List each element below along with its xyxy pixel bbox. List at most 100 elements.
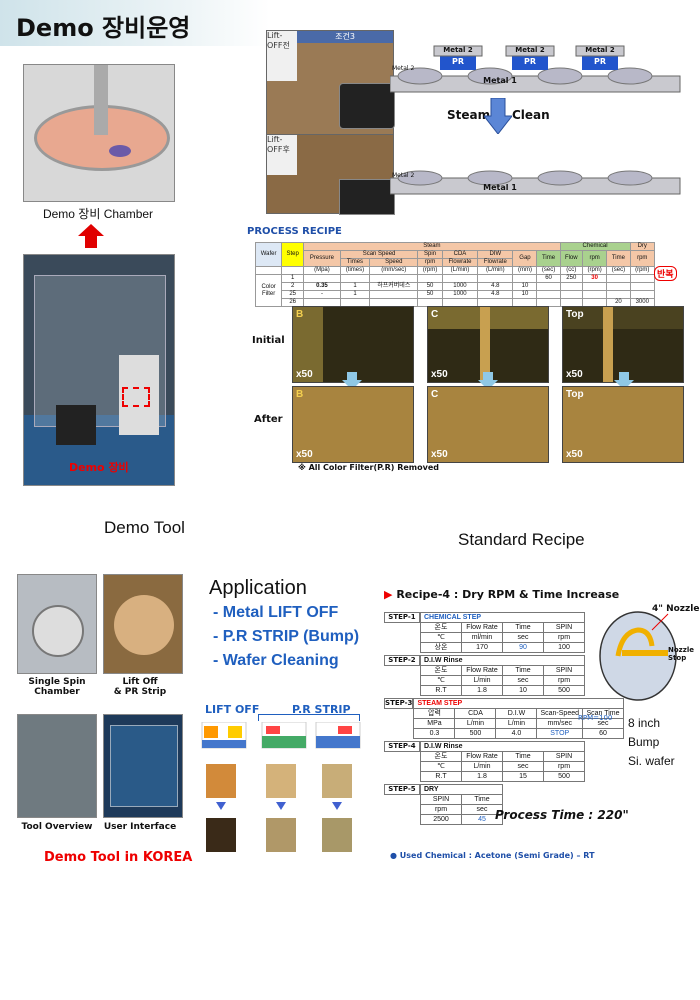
hdr-diw: DIW bbox=[477, 250, 514, 259]
chamber-label: Demo 장비 Chamber bbox=[42, 207, 154, 221]
unit-cell: (times) bbox=[339, 266, 371, 275]
step-cell: Flow Rate bbox=[461, 665, 503, 676]
step-cell: Time bbox=[502, 751, 544, 762]
nozzle-arm bbox=[94, 65, 108, 135]
lift-off-label: LIFT OFF bbox=[205, 703, 260, 716]
unit-cell: (mm) bbox=[512, 266, 538, 275]
step-cell: 1.8 bbox=[461, 771, 503, 782]
sub-times: Times bbox=[339, 258, 371, 267]
hdr-step: Step bbox=[281, 242, 305, 267]
arrow-down-icon bbox=[484, 98, 512, 134]
step-name: DRY bbox=[420, 784, 503, 795]
hdr-chemical: Chemical bbox=[559, 242, 631, 251]
step-cell: 15 bbox=[502, 771, 544, 782]
demo-equipment-label: Demo 장비 bbox=[69, 461, 129, 474]
step-label: STEP-2 bbox=[384, 655, 420, 666]
app-item-3: - Wafer Cleaning bbox=[213, 652, 339, 669]
step-cell: rpm bbox=[543, 675, 585, 686]
step-cell: 1.8 bbox=[461, 685, 503, 696]
step-cell: 온도 bbox=[420, 751, 462, 762]
chamber-photo bbox=[23, 64, 175, 202]
pr-label-1: PR bbox=[451, 57, 465, 66]
hdr-gap: Gap bbox=[512, 250, 538, 267]
step-cell: Flow Rate bbox=[461, 751, 503, 762]
process-recipe-title: PROCESS RECIPE bbox=[247, 226, 342, 237]
step-cell: 500 bbox=[543, 685, 585, 696]
step-cell: Scan-Speed bbox=[536, 708, 583, 719]
step-cell: L/min bbox=[461, 761, 503, 772]
before-label: Lift- OFF전 bbox=[267, 31, 297, 81]
unit-cell: (Mpa) bbox=[303, 266, 341, 275]
unit-cell: (rpm) bbox=[629, 266, 655, 275]
unit-cell: (sec) bbox=[606, 266, 631, 275]
unit-cell: (mm/sec) bbox=[369, 266, 419, 275]
step-cell: L/min bbox=[495, 718, 538, 729]
hdr-chem-rpm: rpm bbox=[581, 250, 608, 267]
step-cell: 45 bbox=[461, 814, 503, 825]
unit-cell: (L/min) bbox=[441, 266, 479, 275]
metal-diagram-before bbox=[390, 45, 681, 93]
hdr-pressure: Pressure bbox=[303, 250, 341, 267]
step-cell: 온도 bbox=[420, 665, 462, 676]
step-cell: R.T bbox=[420, 685, 462, 696]
step-cell: SPIN bbox=[543, 622, 585, 633]
micro-initial-c: C x50 bbox=[427, 306, 549, 383]
step-label: STEP-3 bbox=[384, 698, 414, 709]
recipe4-title-text: Recipe-4 : Dry RPM & Time Increase bbox=[396, 588, 620, 601]
chamber-highlight-box bbox=[122, 387, 150, 407]
step-cell: SPIN bbox=[543, 751, 585, 762]
hdr-cda: CDA bbox=[441, 250, 479, 259]
step-cell: 2500 bbox=[420, 814, 462, 825]
metal1-label-after: Metal 1 bbox=[483, 183, 517, 192]
red-arrow-icon: ▶ bbox=[384, 588, 393, 601]
sub-speed: Speed bbox=[369, 258, 419, 267]
step-cell: D.I.W bbox=[495, 708, 538, 719]
hdr-dry: Dry bbox=[629, 242, 655, 251]
unit-cell: (sec) bbox=[536, 266, 561, 275]
step-cell: 온도 bbox=[420, 622, 462, 633]
demo-tool-label: Demo Tool bbox=[104, 518, 185, 537]
wafer-cell: Color Filter bbox=[254, 274, 283, 307]
recipe4-title: ▶ Recipe-4 : Dry RPM & Time Increase bbox=[384, 588, 619, 601]
step-cell: 500 bbox=[543, 771, 585, 782]
step-cell: 4.0 bbox=[495, 728, 538, 739]
step-cell: 90 bbox=[502, 642, 544, 653]
step-cell: mm/sec bbox=[536, 718, 583, 729]
metal2-label-1: Metal 2 bbox=[443, 46, 473, 54]
hdr-steam: Steam bbox=[303, 242, 561, 251]
liftoff-after-photo: Lift- OFF후 bbox=[266, 134, 395, 215]
step-cell: SPIN bbox=[543, 665, 585, 676]
step-cell: 상온 bbox=[420, 642, 462, 653]
step-cell: R.T bbox=[420, 771, 462, 782]
micro-after-b: B x50 bbox=[292, 386, 414, 463]
metal2-label-3: Metal 2 bbox=[585, 46, 615, 54]
sub-diw-flow: Flowrate bbox=[477, 258, 514, 267]
step-cell: L/min bbox=[454, 718, 497, 729]
micro-initial-top: Top x50 bbox=[562, 306, 684, 383]
after-row-label: After bbox=[254, 414, 283, 425]
step-cell: MPa bbox=[413, 718, 456, 729]
step-cell: sec bbox=[502, 761, 544, 772]
step-cell: STOP bbox=[536, 728, 583, 739]
step-cell: Time bbox=[502, 622, 544, 633]
step-name: STEAM STEP bbox=[413, 698, 624, 709]
pr-strip-label: P.R STRIP bbox=[292, 703, 351, 716]
single-spin-chamber-photo bbox=[17, 574, 97, 674]
hdr-wafer: Wafer bbox=[254, 242, 283, 267]
step-label: STEP-5 bbox=[384, 784, 420, 795]
step-cell: sec bbox=[502, 675, 544, 686]
initial-label: Initial bbox=[252, 335, 285, 346]
step-cell: ℃ bbox=[420, 632, 462, 643]
arrow-down-icon bbox=[614, 372, 634, 390]
after-label: Lift- OFF후 bbox=[267, 135, 297, 175]
step-cell: L/min bbox=[461, 675, 503, 686]
